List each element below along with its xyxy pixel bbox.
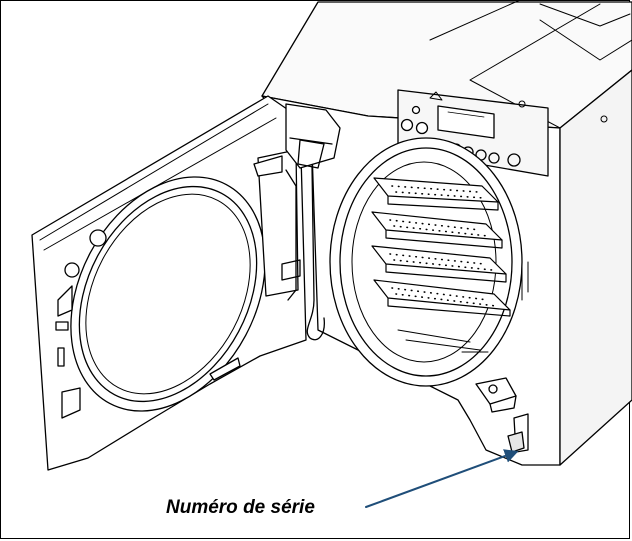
serial-number-label: Numéro de série	[166, 497, 315, 518]
open-door	[31, 95, 341, 471]
serial-number-arrow	[365, 449, 519, 508]
sterilization-trays	[371, 177, 511, 353]
front-fittings	[475, 377, 529, 453]
